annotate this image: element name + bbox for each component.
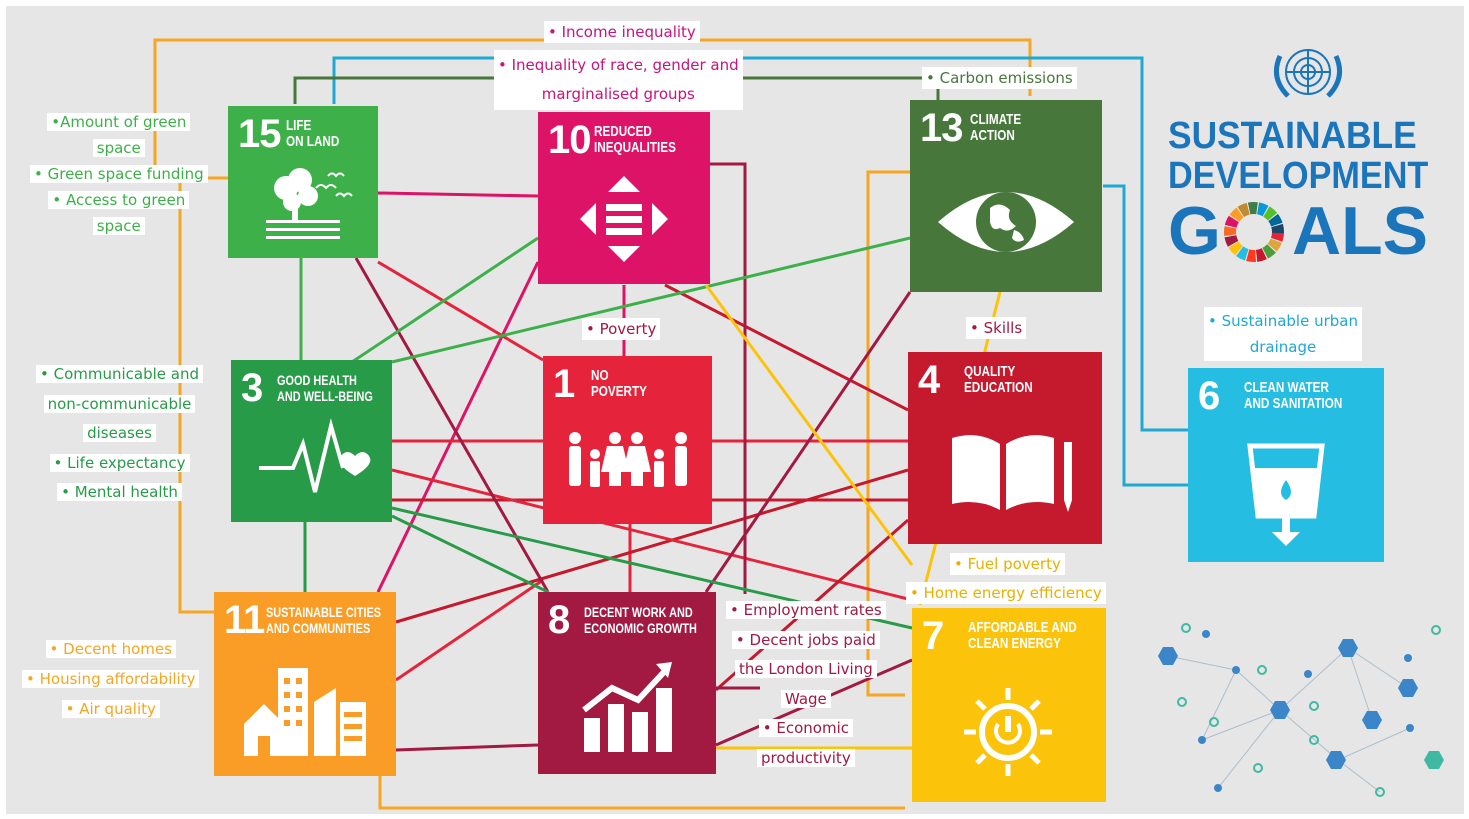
logo-line-2: DEVELOPMENT bbox=[1168, 155, 1429, 197]
green-connector-3-8 bbox=[391, 514, 549, 594]
brown-connector-11-8 bbox=[395, 743, 539, 752]
book-pencil-icon bbox=[952, 435, 1072, 512]
label-home-energy: • Home energy efficiency bbox=[906, 582, 1106, 604]
label-green-space: •Amount of green space • Green space fun… bbox=[30, 109, 208, 239]
goal-number: 6 bbox=[1198, 374, 1220, 418]
green-connector-10-3 bbox=[351, 236, 539, 364]
goal-number: 11 bbox=[224, 598, 265, 642]
blue-connector-15-6 bbox=[332, 56, 1188, 432]
magenta-connector-15-10 bbox=[377, 191, 539, 198]
tree-birds-icon bbox=[266, 168, 353, 239]
label-fuel-poverty: • Fuel poverty bbox=[950, 553, 1065, 575]
orange-connector-left bbox=[178, 178, 214, 614]
network-decoration bbox=[1158, 623, 1444, 797]
label-employment: • Employment rates • Decent jobs paid th… bbox=[726, 596, 886, 773]
green-connector-13-3 bbox=[391, 236, 911, 364]
goal-number: 3 bbox=[241, 366, 263, 410]
logo-goals: G ALS bbox=[1168, 193, 1428, 269]
goal-number: 4 bbox=[918, 358, 940, 402]
equality-arrows-icon bbox=[580, 176, 668, 262]
goal-number: 7 bbox=[922, 614, 944, 658]
yellow-connector-10-7 bbox=[704, 284, 914, 566]
eye-globe-icon bbox=[938, 192, 1074, 252]
goal-number: 10 bbox=[548, 118, 591, 162]
sdg-color-wheel-icon bbox=[1224, 202, 1284, 262]
un-emblem-icon bbox=[1273, 49, 1343, 98]
goal-number: 1 bbox=[553, 362, 575, 406]
brown-connector-10-8 bbox=[710, 162, 747, 594]
label-carbon-emissions: • Carbon emissions bbox=[922, 67, 1077, 89]
brown-connector-13-8 bbox=[704, 291, 912, 593]
magenta-connector-10-11 bbox=[376, 261, 540, 593]
city-buildings-icon bbox=[244, 668, 366, 756]
family-icon bbox=[569, 432, 687, 487]
blue-connector-13-6 bbox=[1103, 184, 1188, 487]
red-connector-10-4 bbox=[664, 283, 909, 412]
red-connector-3-7 bbox=[391, 468, 913, 602]
orange-connector-bottom bbox=[378, 776, 905, 810]
goal-number: 15 bbox=[238, 112, 281, 156]
label-income-inequality: • Income inequality bbox=[544, 21, 700, 43]
red-connector-15-1 bbox=[377, 260, 544, 362]
goal-number: 8 bbox=[548, 598, 570, 642]
logo-line-1: SUSTAINABLE bbox=[1168, 115, 1417, 157]
goal-number: 13 bbox=[920, 106, 963, 150]
label-housing: • Decent homes • Housing affordability •… bbox=[22, 634, 200, 724]
orange-connector-7 bbox=[866, 170, 910, 697]
growth-chart-icon bbox=[582, 662, 672, 752]
sdg-logo: SUSTAINABLE DEVELOPMENT G bbox=[1168, 36, 1448, 271]
red-connector-11-1 bbox=[395, 578, 544, 682]
label-poverty: • Poverty bbox=[582, 318, 661, 340]
heartbeat-icon bbox=[259, 418, 371, 493]
red-connector-11-4 bbox=[395, 468, 909, 624]
water-glass-icon bbox=[1247, 443, 1325, 546]
label-health: • Communicable and non-communicable dise… bbox=[36, 360, 204, 508]
label-skills: • Skills bbox=[966, 317, 1027, 339]
sun-power-icon bbox=[964, 688, 1052, 776]
